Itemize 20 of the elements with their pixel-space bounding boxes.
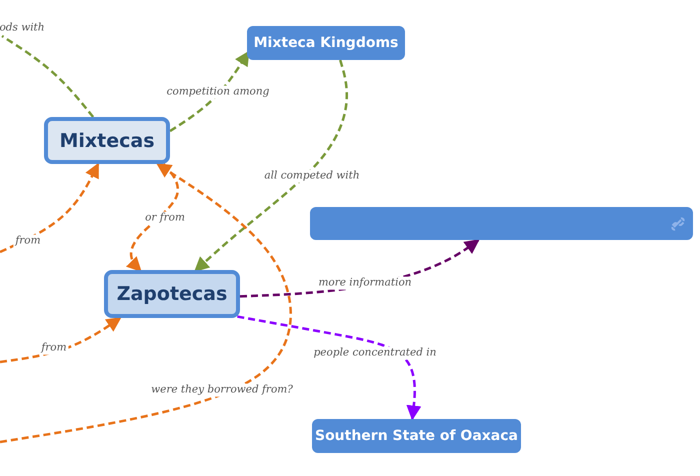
link-box: Mixteca Kingdoms bbox=[247, 26, 405, 60]
arrow bbox=[0, 162, 100, 254]
concept-box: Mixtecas bbox=[44, 117, 170, 164]
edge-label: more information bbox=[316, 276, 414, 290]
edge-label: competition among bbox=[164, 86, 272, 98]
arrow bbox=[194, 60, 348, 272]
link-box bbox=[310, 207, 693, 240]
arrow bbox=[0, 162, 292, 444]
edge-label: from bbox=[39, 342, 69, 354]
edge-label: from bbox=[13, 234, 43, 248]
edge-label: all competed with bbox=[262, 170, 362, 182]
edge-label: or from bbox=[143, 212, 187, 224]
edge-label: were they borrowed from? bbox=[149, 384, 295, 396]
edge-label: people concentrated in bbox=[312, 346, 438, 360]
arrow bbox=[0, 316, 122, 364]
arrow bbox=[237, 315, 422, 420]
arrow bbox=[169, 50, 250, 132]
link-box: Southern State of Oaxaca bbox=[312, 419, 521, 453]
concept-box: Zapotecas bbox=[104, 270, 240, 318]
arrow bbox=[126, 163, 180, 272]
